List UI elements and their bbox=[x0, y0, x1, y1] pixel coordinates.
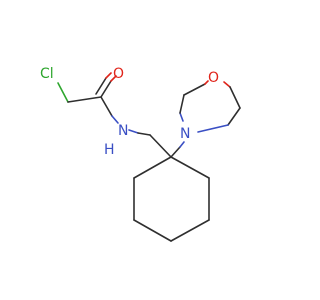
bond-carbonyl-double-1b bbox=[110, 75, 117, 82]
bond-morph-1a bbox=[179, 112, 184, 122]
structure-canvas: Cl O N H N O bbox=[40, 66, 241, 242]
bond-carbonyl-double-2 bbox=[95, 77, 107, 95]
bond-morph-3a bbox=[223, 81, 231, 88]
bond-cyc-3 bbox=[170, 219, 210, 242]
atom-amide-nitrogen: N bbox=[118, 123, 128, 139]
bond-carbonyl-n-b bbox=[111, 115, 119, 124]
bond-morph-1b bbox=[179, 94, 185, 114]
bond-cyc-6 bbox=[133, 156, 172, 179]
bond-cyc-1 bbox=[170, 156, 210, 179]
bond-morph-4b bbox=[197, 124, 229, 133]
atom-amide-hydrogen: H bbox=[104, 142, 115, 158]
bond-cq-nmorph-b bbox=[179, 141, 185, 148]
bond-morph-3b bbox=[229, 86, 241, 109]
bond-morph-4a bbox=[227, 107, 241, 126]
bond-n-ch2-b bbox=[137, 132, 151, 136]
bond-carbonyl-double-2b bbox=[105, 72, 112, 79]
molecule-structure: Cl O N H N O bbox=[40, 66, 241, 242]
bond-morph-2a bbox=[183, 83, 206, 96]
bond-morph-2b bbox=[204, 80, 209, 85]
bond-carbonyl-n bbox=[100, 96, 113, 117]
bond-ch2-cq bbox=[149, 134, 172, 158]
bond-ch2-carbonyl bbox=[67, 96, 102, 103]
atom-morpholine-oxygen: O bbox=[208, 70, 219, 86]
bond-carbonyl-double-1 bbox=[100, 80, 112, 98]
bond-cq-nmorph-a bbox=[170, 146, 181, 158]
bond-n-ch2-a bbox=[128, 129, 139, 134]
bond-cyc-4 bbox=[133, 219, 172, 242]
atom-chlorine: Cl bbox=[40, 66, 54, 82]
bond-cl-ch2 bbox=[57, 82, 69, 103]
atom-carbonyl-oxygen: O bbox=[113, 66, 124, 82]
atom-morpholine-nitrogen: N bbox=[180, 126, 190, 142]
